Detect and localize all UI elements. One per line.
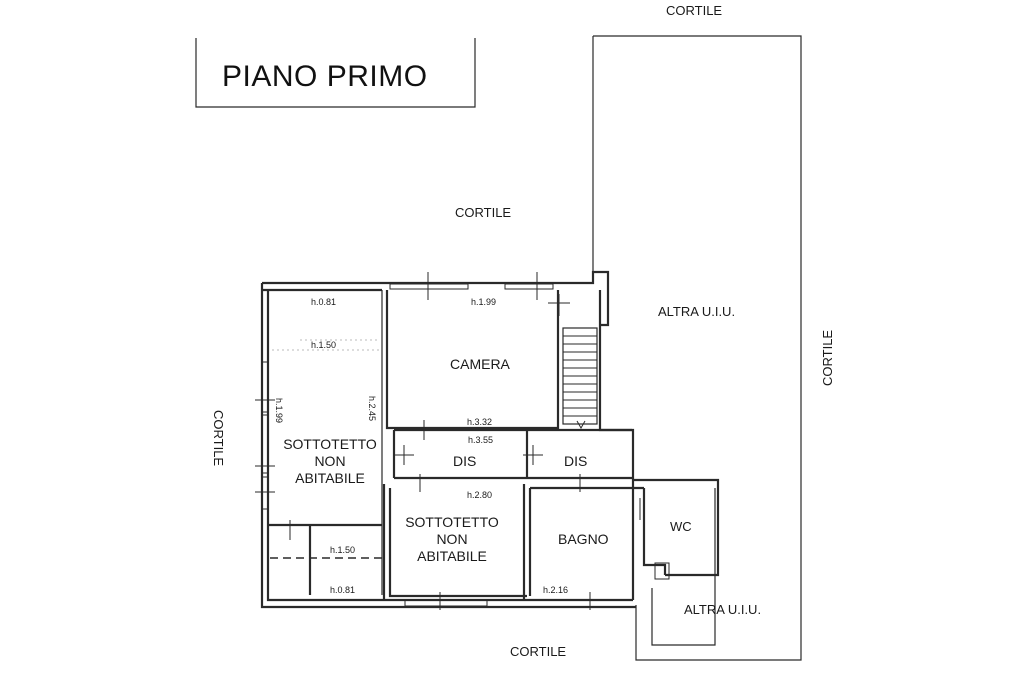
height-label: h.3.32: [467, 417, 492, 427]
sottotetto-mid-line-1: SOTTOTETTO: [405, 514, 499, 530]
room-label-camera: CAMERA: [450, 356, 511, 372]
height-label-vertical: h.1.99: [274, 398, 284, 423]
sottotetto-mid-line-3: ABITABILE: [417, 548, 487, 564]
windows: [261, 283, 670, 607]
courtyard-label-right: CORTILE: [820, 330, 835, 386]
height-label: h.0.81: [311, 297, 336, 307]
height-label: h.0.81: [330, 585, 355, 595]
height-label: h.2.80: [467, 490, 492, 500]
height-lines: [270, 339, 382, 559]
courtyard-label-bottom: CORTILE: [510, 644, 566, 659]
height-label: h.1.50: [330, 545, 355, 555]
courtyard-label-left: CORTILE: [211, 410, 226, 466]
staircase: [562, 327, 598, 430]
height-label: h.1.50: [311, 340, 336, 350]
interior-walls: [268, 290, 667, 600]
courtyard-label-upper-center: CORTILE: [455, 205, 511, 220]
sottotetto-mid-line-2: NON: [436, 531, 467, 547]
room-label-wc: WC: [670, 519, 692, 534]
height-label: h.3.55: [468, 435, 493, 445]
other-unit-label-upper: ALTRA U.I.U.: [658, 304, 735, 319]
room-label-dis-right: DIS: [564, 453, 587, 469]
courtyard-label-top-right: CORTILE: [666, 3, 722, 18]
opening-markers: [255, 272, 641, 610]
height-label: h.1.99: [471, 297, 496, 307]
property-boundaries: [592, 35, 802, 661]
other-unit-label-lower: ALTRA U.I.U.: [684, 602, 761, 617]
height-label-vertical: h.2.45: [367, 396, 377, 421]
room-label-sottotetto-left: SOTTOTETTO NON ABITABILE: [283, 436, 377, 486]
sottotetto-left-line-3: ABITABILE: [295, 470, 365, 486]
height-label: h.2.16: [543, 585, 568, 595]
sottotetto-left-line-2: NON: [314, 453, 345, 469]
room-label-bagno: BAGNO: [558, 531, 609, 547]
sottotetto-left-line-1: SOTTOTETTO: [283, 436, 377, 452]
room-label-dis-left: DIS: [453, 453, 476, 469]
title-box: PIANO PRIMO: [195, 38, 476, 108]
page-title: PIANO PRIMO: [222, 60, 428, 93]
room-label-sottotetto-mid: SOTTOTETTO NON ABITABILE: [405, 514, 499, 564]
